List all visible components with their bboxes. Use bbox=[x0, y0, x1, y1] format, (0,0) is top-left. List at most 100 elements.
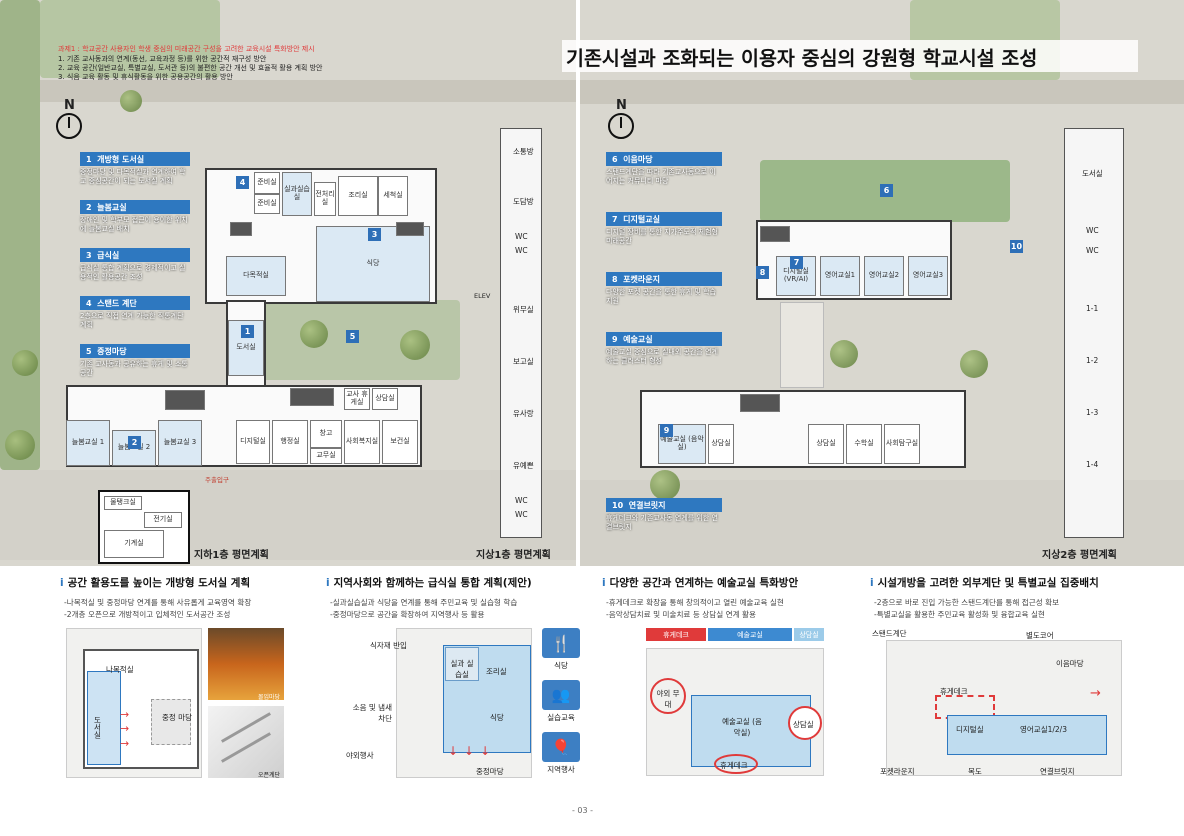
label-stage: 야외 무대 bbox=[656, 689, 680, 709]
label-court: 중정 마당 bbox=[162, 713, 192, 722]
existing-room: 도서실 bbox=[1082, 169, 1103, 178]
room-machine: 기계실 bbox=[104, 530, 164, 558]
photo-caption: 몰입마당 bbox=[258, 694, 281, 701]
label-digital: 디지털실 bbox=[956, 725, 984, 734]
section-bullet: -나목적실 및 중정마당 연계를 통해 사유롭게 교육영역 확장 bbox=[64, 598, 252, 607]
existing-room: WC bbox=[515, 232, 528, 241]
tree-icon bbox=[300, 320, 328, 348]
legend-desc-7: 디지털 장비를 통한 지가주도적 체험형 미래공간 bbox=[606, 228, 718, 245]
existing-room: 1-3 bbox=[1086, 408, 1099, 417]
tree-icon bbox=[120, 90, 142, 112]
north-arrow-icon bbox=[56, 113, 82, 139]
legend-desc-5: 기존 교사동과 공유하는 휴게 및 소통 공간 bbox=[80, 360, 188, 377]
legend-desc-9: 예술교실 중심으로 실내외 공간을 연계하는 클러스터 형성 bbox=[606, 348, 718, 365]
existing-room: 도담방 bbox=[513, 197, 534, 206]
consult-highlight bbox=[788, 706, 822, 740]
room-math: 수학실 bbox=[846, 424, 882, 464]
section-bullet: -2층으로 바로 진입 가능한 스탠드계단를 통해 접근성 확보 bbox=[874, 598, 1060, 607]
bar-art: 예술교실 bbox=[708, 628, 792, 641]
label-dining: 식당 bbox=[490, 713, 504, 722]
stair-diagram bbox=[886, 640, 1122, 776]
event-icon: 🎈 bbox=[542, 732, 580, 762]
bar-consult: 상담실 bbox=[794, 628, 824, 641]
existing-building-strip bbox=[1064, 128, 1124, 538]
existing-room: 위무실 bbox=[513, 305, 534, 314]
num-tag-5: 5 bbox=[346, 330, 359, 343]
site-road bbox=[0, 80, 576, 102]
legend-title-3: 3 급식실 bbox=[80, 248, 190, 262]
existing-room: 1-1 bbox=[1086, 304, 1099, 313]
room-stair bbox=[165, 390, 205, 410]
room-social: 사회탐구실 bbox=[884, 424, 920, 464]
label-core: 별도코어 bbox=[1026, 631, 1054, 640]
arrow-icons: →→→ bbox=[120, 708, 130, 750]
room-stair bbox=[740, 394, 780, 412]
legend-title-9: 9 예술교실 bbox=[606, 332, 722, 346]
existing-room: WC bbox=[1086, 226, 1099, 235]
num-tag-8: 8 bbox=[756, 266, 769, 279]
legend-desc-6: 스탠드계단을 따라 기존교사동으로 이어지는 커뮤니티 마당 bbox=[606, 168, 716, 185]
existing-room: 보고실 bbox=[513, 357, 534, 366]
label-court: 중정마당 bbox=[476, 767, 504, 776]
icon-caption: 실습교육 bbox=[547, 713, 575, 722]
section-bullet: -특별교실을 활용한 주민교육 활성화 및 융합교육 실현 bbox=[874, 610, 1045, 619]
basement-plan: 물탱크실 전기실 기계실 bbox=[98, 490, 190, 564]
existing-room: 유사랑 bbox=[513, 409, 534, 418]
north-label: N bbox=[64, 98, 75, 113]
num-tag-4: 4 bbox=[236, 176, 249, 189]
label-entry: 식자재 반입 bbox=[370, 641, 407, 650]
basement-title: 지하1층 평면계획 bbox=[194, 550, 269, 561]
room-prep: 준비실 bbox=[254, 194, 280, 214]
legend-title-8: 8 포켓라운지 bbox=[606, 272, 722, 286]
arrow-icon: → bbox=[1090, 686, 1101, 701]
room-multipurpose: 다목적실 bbox=[226, 256, 286, 296]
room-kitchen: 조리실 bbox=[338, 176, 378, 216]
elev-label: ELEV bbox=[474, 292, 491, 300]
issue-item: 1. 기존 교사동과의 연계(동선, 교육과정 등)를 위한 공간적 재구성 방… bbox=[58, 55, 267, 63]
num-tag-6: 6 bbox=[880, 184, 893, 197]
label-noise: 소음 및 냄새차단 bbox=[352, 703, 392, 723]
section-bullet: -실과실습실과 식당을 연계를 통해 주민교육 및 실습형 학습 bbox=[330, 598, 518, 607]
stage-highlight bbox=[650, 678, 686, 714]
label-court: 이음마당 bbox=[1056, 659, 1084, 668]
label-kitchen: 조리실 bbox=[486, 667, 507, 676]
room-english-3: 영어교실3 bbox=[908, 256, 948, 296]
existing-room: 소통방 bbox=[513, 147, 534, 156]
tree-icon bbox=[960, 350, 988, 378]
legend-desc-8: 다양한 포켓 공간을 통한 휴게 및 학습 지원 bbox=[606, 288, 716, 305]
section-bullet: -2개층 오픈으로 개방적이고 입체적인 도서공간 조성 bbox=[64, 610, 231, 619]
room-admin: 행정실 bbox=[272, 420, 308, 464]
room-stair bbox=[290, 388, 334, 406]
photo-library-image bbox=[208, 628, 284, 700]
num-tag-7: 7 bbox=[790, 256, 803, 269]
title-backdrop bbox=[562, 40, 1138, 72]
tree-icon bbox=[12, 350, 38, 376]
bar-deck: 휴게데크 bbox=[646, 628, 706, 641]
label-practice: 실과 실습실 bbox=[450, 659, 474, 679]
room-consult-2: 상담실 bbox=[808, 424, 844, 464]
room-care-1: 늘봄교실 1 bbox=[66, 420, 110, 466]
issue-item: 2. 교육 공간(일반교실, 특별교실, 도서관 등)의 불편한 공간 개선 및… bbox=[58, 64, 323, 72]
floor1-title: 지상1층 평면계획 bbox=[476, 550, 551, 561]
label-corridor: 복도 bbox=[968, 767, 982, 776]
existing-room: 1-4 bbox=[1086, 460, 1099, 469]
north-label: N bbox=[616, 98, 627, 113]
arrow-icons: ↓↓↓ bbox=[448, 744, 497, 758]
label-pocket: 포켓라운지 bbox=[880, 767, 915, 776]
label-stand: 스탠드계단 bbox=[872, 629, 907, 638]
dining-icon: 🍴 bbox=[542, 628, 580, 658]
library-diagram bbox=[66, 628, 202, 778]
existing-room: WC bbox=[1086, 246, 1099, 255]
num-tag-1: 1 bbox=[241, 325, 254, 338]
page-number: - 03 - bbox=[572, 806, 594, 815]
tree-icon bbox=[650, 470, 680, 500]
first-floor-plan: 과제1 : 학교공간 사용자인 학생 중심의 미래공간 구성을 고려한 교육시설… bbox=[0, 0, 576, 566]
room-tank: 물탱크실 bbox=[104, 496, 142, 510]
photo-stair-image bbox=[208, 706, 284, 778]
issue-label: 과제1 : 학교공간 사용자인 학생 중심의 미래공간 구성을 고려한 교육시설… bbox=[58, 45, 315, 53]
tree-icon bbox=[830, 340, 858, 368]
deck-highlight bbox=[714, 754, 758, 774]
room-english-1: 영어교실1 bbox=[820, 256, 860, 296]
room-english-2: 영어교실2 bbox=[864, 256, 904, 296]
